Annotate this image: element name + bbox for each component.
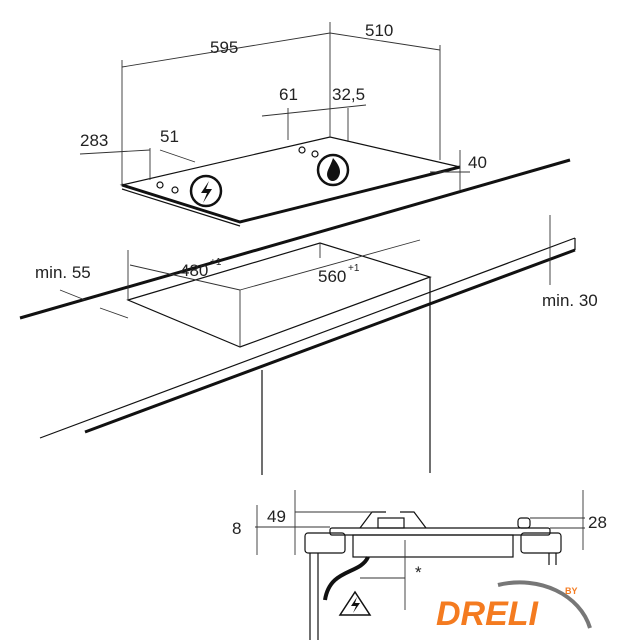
dim-section-28: 28 xyxy=(588,513,607,532)
gas-flame-icon xyxy=(316,153,350,187)
logo-text: DRELI xyxy=(436,595,540,633)
hob-top-view xyxy=(79,22,470,227)
dim-cutout-depth: 480 xyxy=(180,261,208,280)
electric-warning-triangle-icon xyxy=(338,590,372,616)
dim-control-offset-2: 32,5 xyxy=(332,85,365,104)
dim-front-offset-2: 51 xyxy=(160,127,179,146)
dim-section-8: 8 xyxy=(232,519,241,538)
dim-control-offset: 61 xyxy=(279,85,298,104)
dim-section-49: 49 xyxy=(267,507,286,526)
note-marker: * xyxy=(415,563,422,582)
dim-width: 595 xyxy=(210,38,238,57)
worktop xyxy=(19,158,576,475)
dim-depth: 510 xyxy=(365,21,393,40)
dim-cutout-width: 560 xyxy=(318,267,346,286)
dim-cutout-width-tol: +1 xyxy=(348,263,360,274)
section-view xyxy=(255,490,585,640)
dim-min-front: min. 55 xyxy=(35,263,91,282)
dim-height: 40 xyxy=(468,153,487,172)
dim-front-offset: 283 xyxy=(80,131,108,150)
dim-cutout-depth-tol: +1 xyxy=(210,257,222,268)
logo-by: BY xyxy=(565,586,578,596)
electric-hazard-icon xyxy=(189,174,223,208)
dreli-logo: DRELI BY xyxy=(436,580,592,633)
dim-min-worktop: min. 30 xyxy=(542,291,598,310)
